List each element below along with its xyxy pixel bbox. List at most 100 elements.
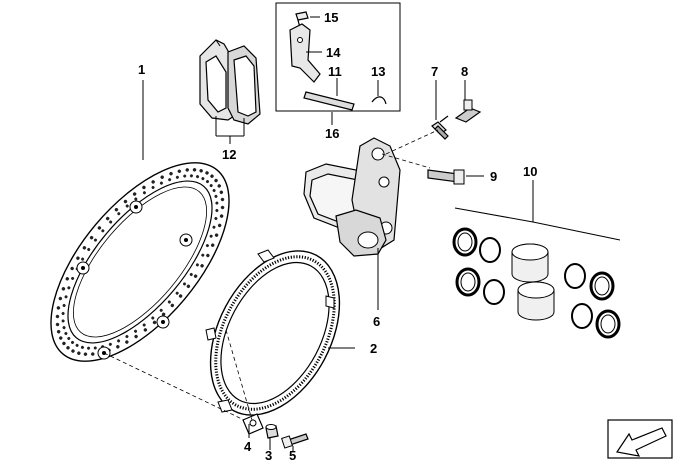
- disc-hole: [189, 272, 193, 276]
- callout-11: 11: [328, 64, 342, 79]
- disc-hole: [71, 349, 75, 353]
- disc-hole: [109, 220, 113, 224]
- disc-hole: [214, 217, 218, 221]
- disc-hole: [65, 277, 69, 281]
- disc-hole: [134, 334, 138, 339]
- callout-10: 10: [523, 164, 537, 179]
- bolt-small[interactable]: [281, 433, 309, 449]
- disc-hole: [205, 180, 209, 184]
- disc-hole: [175, 175, 179, 179]
- callout-7: 7: [431, 64, 438, 79]
- disc-hole: [81, 257, 85, 261]
- spring-plate-14[interactable]: [289, 23, 321, 83]
- clip-13[interactable]: [371, 96, 387, 105]
- disc-hole: [64, 295, 68, 299]
- disc-hole: [61, 287, 66, 291]
- callout-6: 6: [373, 314, 380, 329]
- disc-hole: [170, 303, 175, 308]
- disc-hole: [196, 175, 200, 179]
- disc-hole: [215, 208, 219, 212]
- disc-hole: [205, 244, 209, 248]
- callout-15: 15: [324, 10, 338, 25]
- disc-hole: [55, 314, 60, 319]
- disc-hole: [212, 188, 216, 192]
- disc-hole: [219, 190, 224, 194]
- disc-hole: [206, 253, 210, 258]
- disc-hole: [56, 330, 61, 334]
- disc-hole: [66, 346, 70, 350]
- disc-hole: [160, 175, 164, 179]
- disc-hole: [167, 300, 171, 304]
- callout-12: 12: [222, 147, 236, 162]
- bleed-valve[interactable]: [431, 115, 449, 140]
- disc-hole: [169, 171, 173, 176]
- disc-hole: [97, 226, 102, 230]
- disc-hole: [151, 316, 155, 320]
- disc-hole: [134, 197, 138, 201]
- disc-hole: [114, 207, 119, 212]
- disc-hole: [70, 266, 74, 271]
- disc-hole: [117, 212, 121, 216]
- disc-hole: [67, 286, 71, 290]
- spacer-bushing[interactable]: [265, 424, 279, 439]
- disc-hole: [134, 329, 138, 333]
- callout-5: 5: [289, 448, 296, 461]
- disc-hole: [132, 192, 137, 196]
- disc-hole: [217, 184, 221, 188]
- bleed-cap[interactable]: [454, 99, 482, 123]
- disc-hole: [185, 168, 189, 172]
- seal-piston-kit[interactable]: [452, 227, 621, 339]
- disc-hole: [91, 352, 95, 356]
- disc-hole: [101, 229, 105, 233]
- disc-hole: [177, 169, 182, 173]
- disc-hole: [89, 236, 94, 240]
- disc-hole: [193, 274, 198, 278]
- disc-hole: [151, 180, 155, 184]
- disc-hole: [125, 335, 129, 339]
- disc-hole: [189, 174, 193, 178]
- disc-hole: [178, 294, 183, 298]
- disc-hole: [59, 336, 63, 340]
- disc-hole: [93, 346, 97, 350]
- callout-9: 9: [490, 169, 497, 184]
- disc-hole: [123, 199, 128, 204]
- caliper-bolt[interactable]: [427, 169, 465, 185]
- disc-hole: [217, 223, 222, 228]
- brake-pad-set[interactable]: [199, 39, 261, 125]
- disc-hole: [125, 340, 129, 344]
- disc-hole: [175, 291, 179, 295]
- disc-hole: [186, 284, 191, 288]
- disc-hole: [161, 312, 166, 317]
- disc-hole: [142, 185, 146, 190]
- disc-hole: [168, 178, 172, 182]
- disc-hole: [83, 352, 88, 356]
- disc-hole: [219, 214, 224, 218]
- disc-hole: [61, 319, 65, 323]
- brake-disc[interactable]: [18, 133, 261, 391]
- alignment-lines: [103, 129, 439, 421]
- disc-hole: [183, 282, 187, 286]
- disc-hole: [77, 351, 81, 355]
- disc-hole: [61, 312, 65, 316]
- brake-caliper[interactable]: [303, 137, 401, 257]
- disc-hole: [201, 253, 205, 257]
- disc-hole: [212, 225, 216, 229]
- disc-hole: [220, 197, 225, 202]
- tab-washer[interactable]: [242, 413, 264, 435]
- callout-labels: 1 2 3 4 5 6 7 8 9 10 11 12 13 14 15 16: [138, 10, 537, 461]
- pin-11[interactable]: [303, 91, 355, 111]
- disc-hole: [209, 184, 213, 188]
- disc-hole: [87, 346, 91, 350]
- disc-hole: [125, 204, 129, 208]
- disc-hole: [215, 201, 219, 205]
- disc-hole: [159, 181, 163, 185]
- disc-hole: [195, 263, 199, 267]
- disc-hole: [201, 177, 205, 181]
- callout-4: 4: [244, 439, 252, 454]
- callout-2: 2: [370, 341, 377, 356]
- disc-hole: [214, 194, 218, 198]
- disc-hole: [71, 276, 75, 280]
- arrow-down-left-icon[interactable]: [607, 419, 673, 459]
- callout-3: 3: [265, 448, 272, 461]
